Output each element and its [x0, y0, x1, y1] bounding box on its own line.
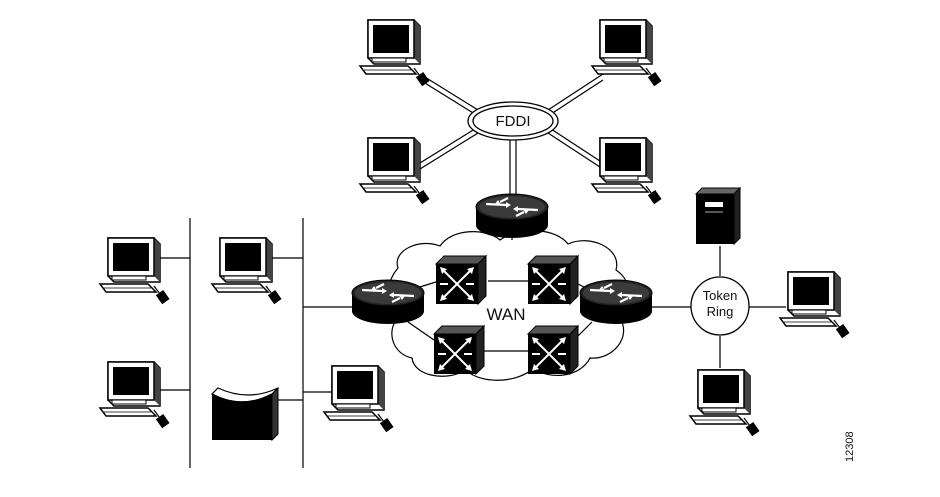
workstation-icon — [359, 19, 431, 87]
token-ring: Token Ring — [690, 276, 750, 336]
token-ring-label-line2: Ring — [707, 304, 734, 319]
atm-switch-icon — [527, 255, 579, 305]
workstation-icon — [779, 271, 851, 339]
fddi-label: FDDI — [496, 113, 531, 130]
workstation-icon — [99, 237, 171, 305]
router-icon — [350, 278, 426, 326]
router-icon — [578, 278, 654, 326]
ethernet-segments — [158, 218, 352, 468]
token-ring-label-line1: Token — [703, 288, 738, 303]
workstation-icon — [99, 361, 171, 429]
workstation-icon — [359, 137, 431, 205]
hub-icon — [211, 386, 279, 442]
atm-switch-icon — [433, 325, 485, 375]
atm-switch-icon — [527, 325, 579, 375]
workstation-icon — [591, 137, 663, 205]
atm-switch-icon — [435, 255, 487, 305]
router-icon — [474, 192, 550, 240]
workstation-icon — [591, 19, 663, 87]
server-icon — [694, 186, 742, 246]
figure-id: 12308 — [844, 431, 856, 462]
workstation-icon — [689, 369, 761, 437]
fddi-ring: FDDI — [467, 101, 559, 141]
token-ring-links — [652, 246, 786, 368]
workstation-icon — [323, 365, 395, 433]
wan-label: WAN — [486, 305, 525, 324]
workstation-icon — [211, 237, 283, 305]
fddi-spokes — [419, 73, 604, 198]
